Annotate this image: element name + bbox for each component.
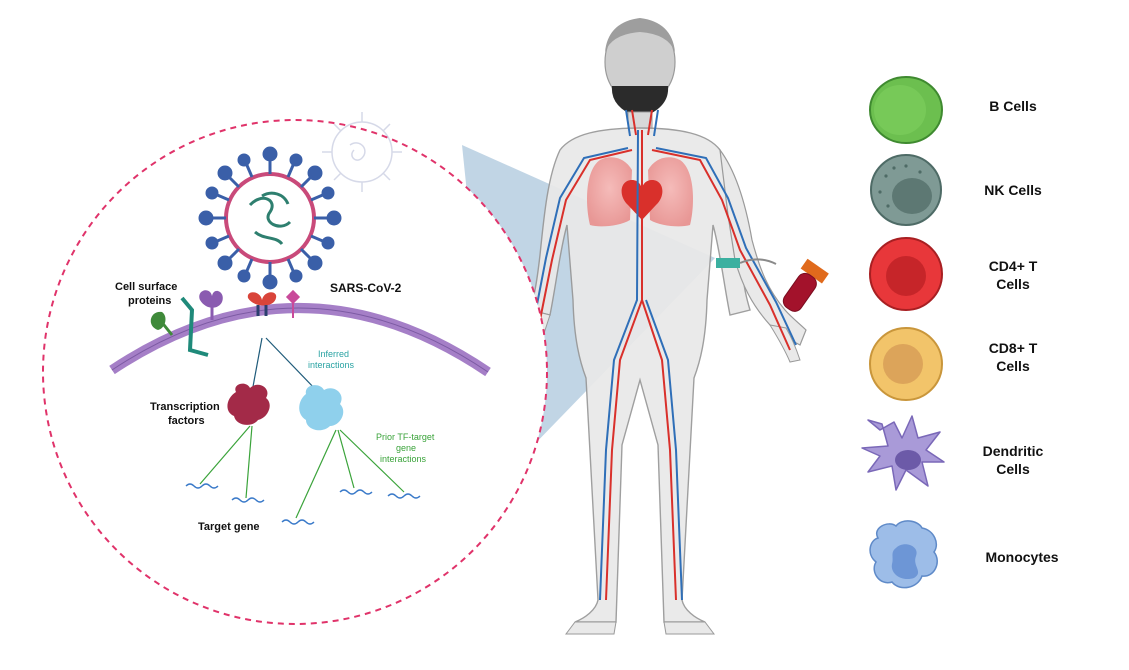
zoom-inset-circle xyxy=(42,119,548,625)
surface-label-line2: proteins xyxy=(128,295,171,307)
cell-label-cd4-line1: CD4+ T xyxy=(989,258,1038,274)
monocyte-icon xyxy=(869,520,938,589)
nk-cell-icon xyxy=(870,154,942,226)
prior-label-line3: interactions xyxy=(380,454,427,464)
face-mask-icon xyxy=(611,86,669,118)
blood-tube-icon xyxy=(782,258,829,312)
b-cell-icon xyxy=(869,76,943,144)
cd4-t-cell-icon xyxy=(869,237,943,311)
target-gene-label: Target gene xyxy=(198,521,260,533)
tf-label-line2: factors xyxy=(168,415,205,427)
prior-label-line1: Prior TF-target xyxy=(376,432,435,442)
cell-label-dendritic-line1: Dendritic xyxy=(983,443,1044,459)
cell-label-cd4-line2: Cells xyxy=(996,276,1030,292)
tourniquet-band xyxy=(716,258,740,268)
cell-label-b: B Cells xyxy=(989,98,1037,114)
transcription-factor-icon xyxy=(227,383,270,425)
dendritic-cell-icon xyxy=(861,415,945,491)
target-gene-waves xyxy=(185,483,421,525)
surface-label-line1: Cell surface xyxy=(115,281,177,293)
inferred-factor-icon xyxy=(299,385,344,431)
inferred-label-line1: Inferred xyxy=(318,349,349,359)
cell-label-monocytes: Monocytes xyxy=(985,549,1058,565)
tf-label-line1: Transcription xyxy=(150,401,220,413)
surface-proteins-icon xyxy=(150,289,301,357)
cell-label-cd8-line2: Cells xyxy=(996,358,1030,374)
virus-outline-icon xyxy=(322,112,402,192)
virus-label: SARS-CoV-2 xyxy=(330,281,402,295)
cell-label-dendritic-line2: Cells xyxy=(996,461,1030,477)
cell-label-cd8-line1: CD8+ T xyxy=(989,340,1038,356)
inferred-label-line2: interactions xyxy=(308,360,355,370)
prior-label-line2: gene xyxy=(396,443,416,453)
cell-label-nk: NK Cells xyxy=(984,182,1042,198)
cd8-t-cell-icon xyxy=(869,327,943,401)
human-body xyxy=(523,18,829,635)
virus-icon xyxy=(198,146,342,290)
